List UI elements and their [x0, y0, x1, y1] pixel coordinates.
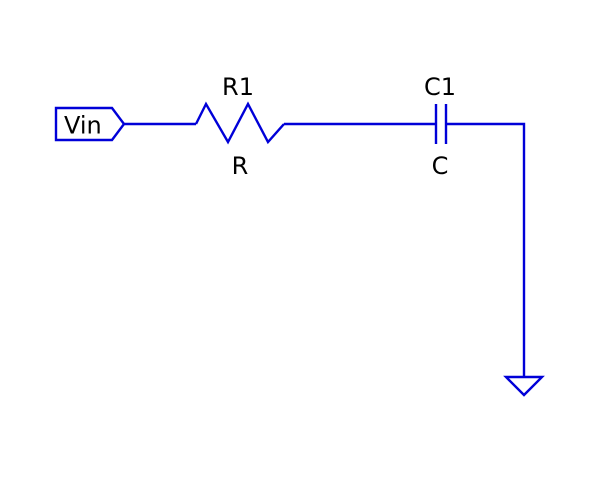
capacitor-plates-icon	[434, 104, 448, 144]
capacitor-value: C	[432, 152, 449, 180]
ground-triangle-icon	[503, 375, 545, 397]
resistor-designator: R1	[222, 73, 254, 101]
capacitor-designator: C1	[424, 73, 456, 101]
wire-capacitor-to-ground	[446, 122, 526, 377]
input-port-label: Vin	[64, 112, 102, 140]
resistor-value: R	[232, 152, 249, 180]
resistor-zigzag-icon	[194, 101, 285, 145]
input-port-flag-icon	[54, 106, 126, 142]
